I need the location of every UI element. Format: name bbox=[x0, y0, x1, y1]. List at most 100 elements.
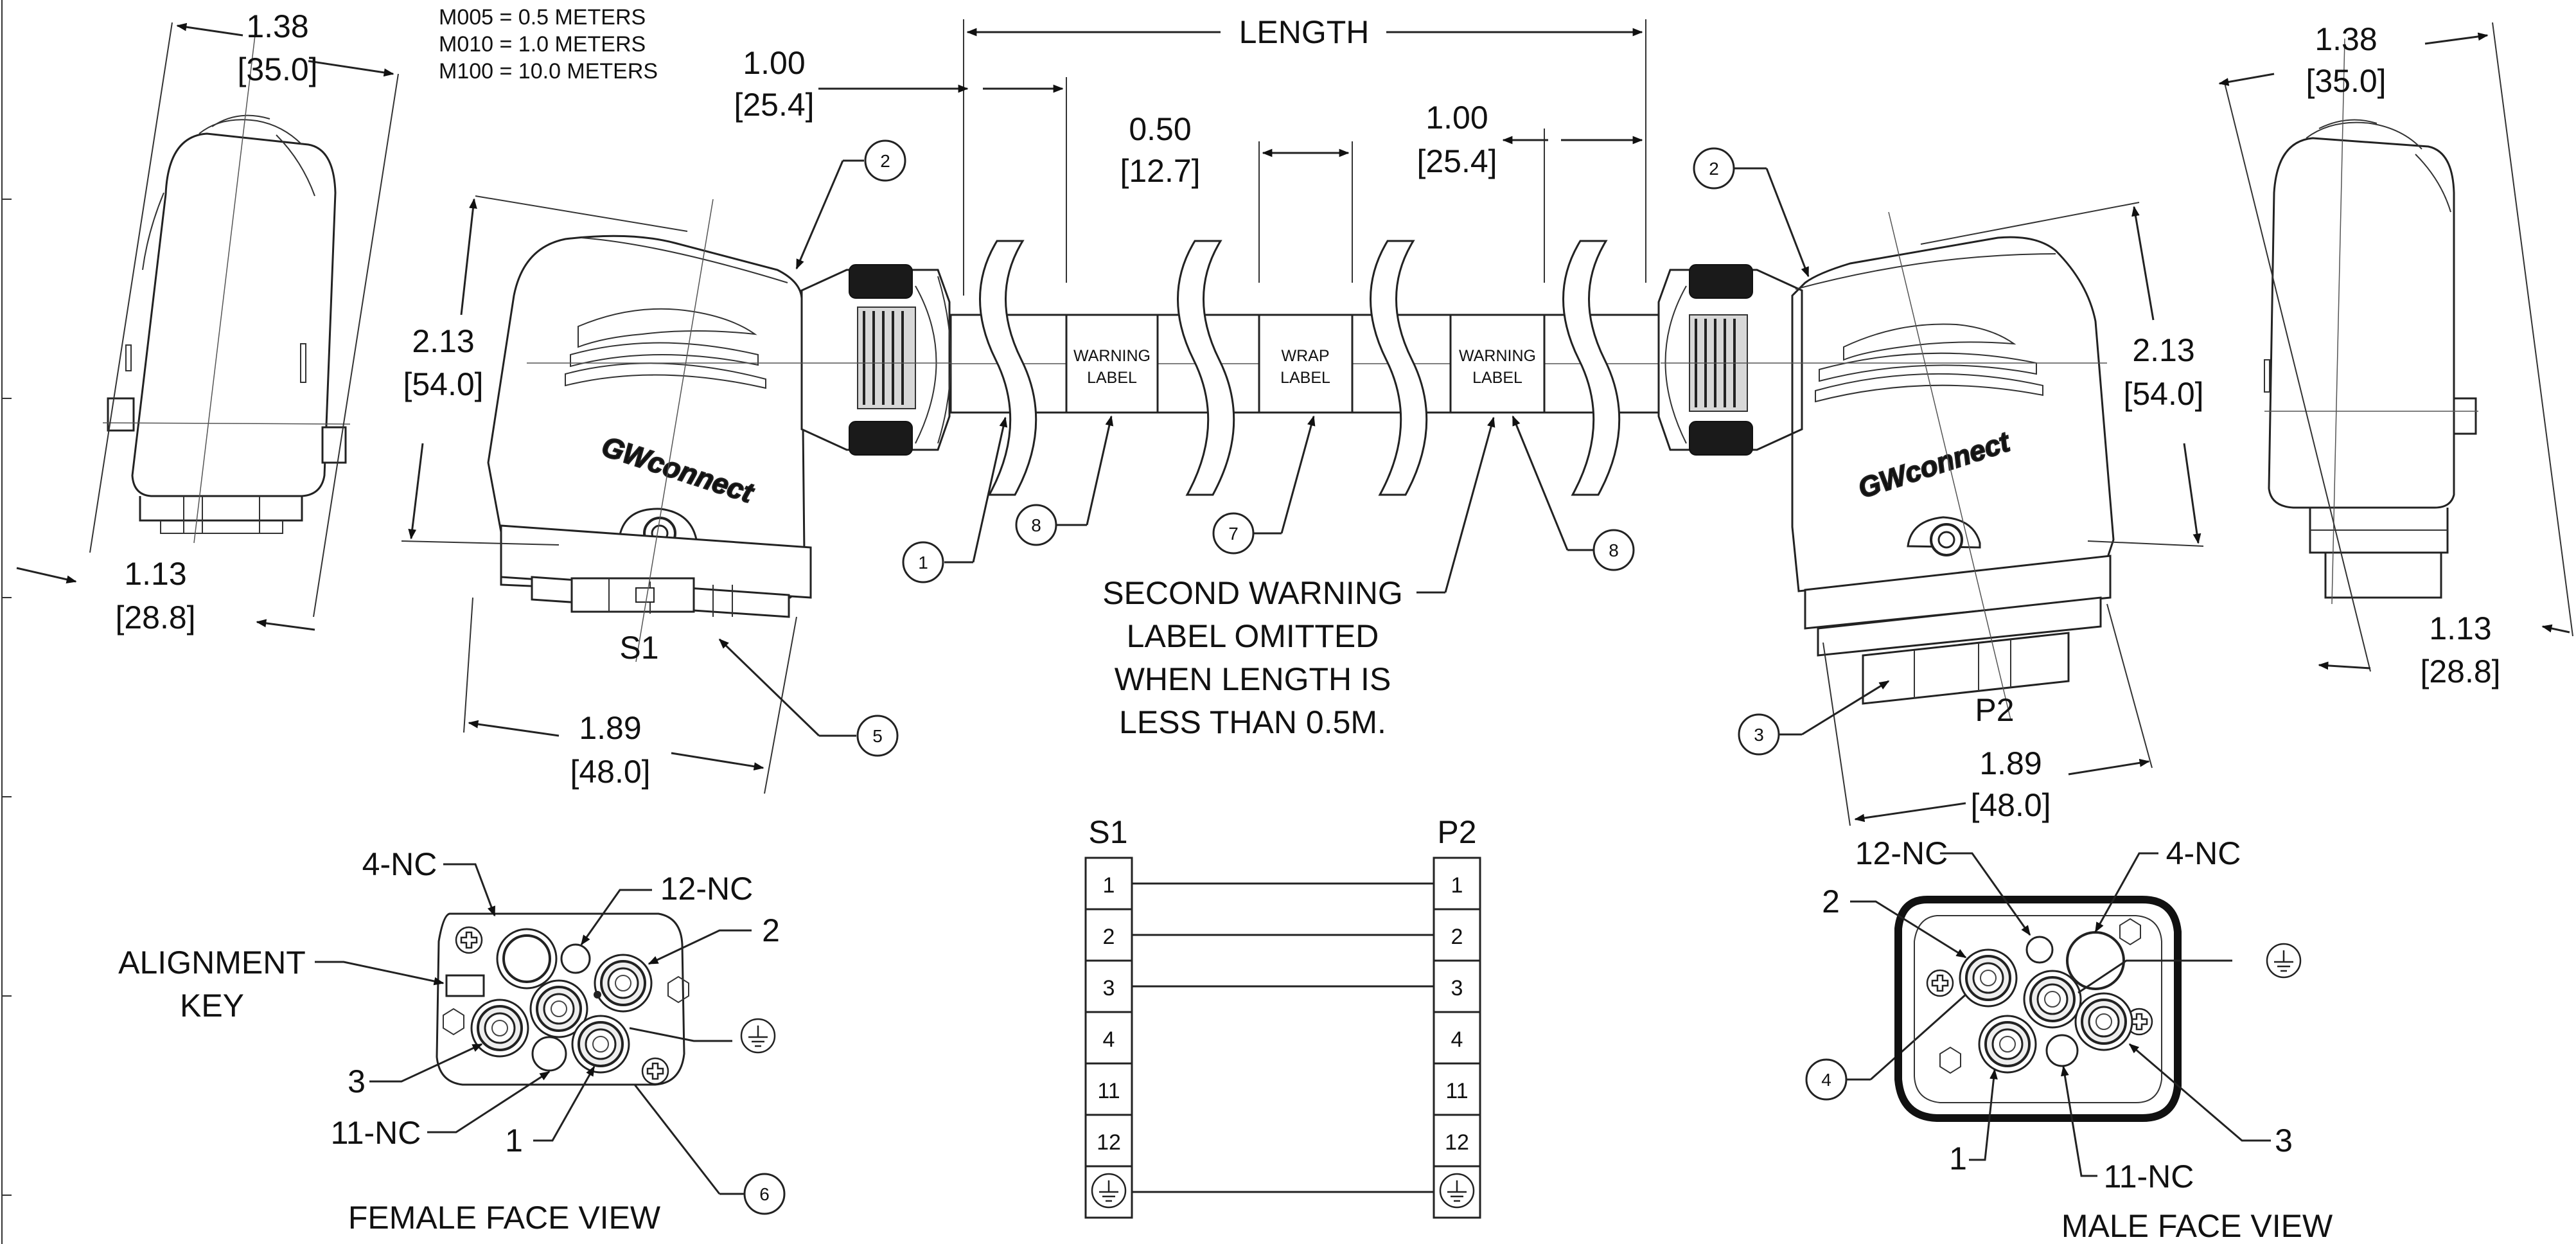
note-line-3: WHEN LENGTH IS bbox=[1115, 661, 1391, 697]
balloon-4: 4 bbox=[1821, 1070, 1831, 1090]
cable: WARNING LABEL WRAP LABEL WARNING LABEL bbox=[944, 240, 1664, 496]
right-width-in: 1.38 bbox=[2315, 21, 2377, 57]
male-pin-12-label: 12-NC bbox=[1855, 835, 1948, 871]
wiring-header-right: P2 bbox=[1437, 814, 1476, 850]
wiring-left-pin-label: 3 bbox=[1103, 976, 1115, 1000]
label2-in: 1.00 bbox=[1425, 100, 1488, 136]
length-notes: M005 = 0.5 METERS M010 = 1.0 METERS M100… bbox=[439, 5, 658, 84]
wiring-left-pin-cell bbox=[1084, 1114, 1133, 1168]
left-height-in: 2.13 bbox=[412, 323, 474, 359]
right-depth-mm: [28.8] bbox=[2420, 653, 2500, 689]
left-connector-label: S1 bbox=[619, 630, 658, 666]
warning-label-1-line2: LABEL bbox=[1087, 369, 1137, 387]
wiring-right-pin-label: 2 bbox=[1451, 925, 1463, 949]
male-face-title: MALE FACE VIEW bbox=[2061, 1208, 2333, 1244]
note-m010: M010 = 1.0 METERS bbox=[439, 32, 646, 57]
left-side-view: 1.38 [35.0] 1.13 [28.8] bbox=[16, 8, 399, 635]
female-ground-icon bbox=[740, 1018, 776, 1054]
right-brand-logo: GWconnect bbox=[1855, 425, 2015, 504]
left-width-mm: [35.0] bbox=[237, 51, 317, 87]
left-brand-logo: GWconnect bbox=[598, 431, 759, 510]
wrap-label-line2: LABEL bbox=[1280, 369, 1330, 387]
wiring-right-pin-label: 3 bbox=[1451, 976, 1463, 1000]
balloon-6: 6 bbox=[759, 1184, 770, 1204]
wiring-left-pin-cell bbox=[1084, 1011, 1133, 1065]
wiring-right-ground-icon bbox=[1439, 1173, 1475, 1209]
label1-mm: [25.4] bbox=[734, 87, 814, 123]
length-label: LENGTH bbox=[1239, 14, 1370, 50]
balloon-3: 3 bbox=[1754, 725, 1764, 745]
wrap-label-line1: WRAP bbox=[1282, 347, 1330, 365]
wiring-right-pin-label: 11 bbox=[1445, 1079, 1468, 1103]
male-pin-2-label: 2 bbox=[1822, 884, 1840, 920]
female-pin-3-label: 3 bbox=[348, 1063, 366, 1099]
wiring-right-pin-cell bbox=[1433, 1114, 1481, 1168]
female-pin-2-label: 2 bbox=[762, 912, 780, 948]
wiring-left-pin-label: 11 bbox=[1097, 1079, 1120, 1103]
wiring-left-pin-cell bbox=[1084, 1062, 1133, 1116]
male-pin-4-label: 4-NC bbox=[2166, 835, 2241, 871]
left-connector-dims: 2.13 [54.0] 1.89 [48.0] bbox=[401, 195, 797, 794]
note-line-4: LESS THAN 0.5M. bbox=[1119, 704, 1386, 740]
balloon-8-left: 8 bbox=[1031, 515, 1041, 535]
left-connector-hood: GWconnect bbox=[487, 199, 951, 662]
female-face-title: FEMALE FACE VIEW bbox=[348, 1200, 661, 1236]
male-pin-1-label: 1 bbox=[1949, 1141, 1967, 1177]
balloon-7: 7 bbox=[1228, 524, 1239, 544]
right-side-view: 1.38 [35.0] 1.13 [28.8] bbox=[2218, 21, 2573, 689]
wiring-right-pin-label: 4 bbox=[1451, 1027, 1463, 1052]
left-depth-mm: [28.8] bbox=[115, 600, 195, 635]
label-gap-in: 0.50 bbox=[1129, 111, 1191, 147]
alignment-key-line2: KEY bbox=[180, 988, 244, 1024]
wiring-left-pin-label: 1 bbox=[1103, 873, 1115, 898]
warning-label-1-line1: WARNING bbox=[1073, 347, 1151, 365]
label2-mm: [25.4] bbox=[1416, 143, 1497, 179]
second-warning-note: SECOND WARNING LABEL OMITTED WHEN LENGTH… bbox=[1102, 416, 1495, 740]
wiring-left-pin-label: 4 bbox=[1103, 1027, 1115, 1052]
female-pin-12-label: 12-NC bbox=[660, 871, 753, 907]
wiring-left-pin-cell bbox=[1084, 959, 1133, 1013]
sheet-border bbox=[1, 0, 12, 1244]
item-balloons: 2 2 1 8 7 8 5 3 bbox=[615, 139, 1980, 1215]
wiring-left-ground-icon bbox=[1091, 1173, 1127, 1209]
left-base-mm: [48.0] bbox=[570, 754, 650, 790]
wiring-right-pin-label: 12 bbox=[1445, 1130, 1469, 1155]
male-ground-icon bbox=[2266, 943, 2302, 979]
wiring-left-pin-cell bbox=[1084, 908, 1133, 962]
right-connector-dims: 2.13 [54.0] 1.89 [48.0] bbox=[1822, 202, 2204, 826]
balloon-5: 5 bbox=[872, 726, 883, 746]
balloon-8-right: 8 bbox=[1609, 540, 1619, 560]
balloon-2-right: 2 bbox=[1709, 159, 1719, 179]
right-connector-hood: GWconnect bbox=[1657, 211, 2115, 720]
wiring-left-pin-label: 2 bbox=[1103, 925, 1115, 949]
male-face-view: 12-NC 4-NC 2 1 11-NC 3 MALE FACE VIEW bbox=[1822, 835, 2333, 1244]
wiring-header-left: S1 bbox=[1088, 814, 1127, 850]
wiring-right-pin-label: 1 bbox=[1451, 873, 1463, 898]
wiring-right-pin-cell bbox=[1433, 908, 1481, 962]
left-height-mm: [54.0] bbox=[403, 366, 483, 402]
note-m100: M100 = 10.0 METERS bbox=[439, 59, 658, 84]
label1-in: 1.00 bbox=[743, 45, 805, 81]
note-line-2: LABEL OMITTED bbox=[1127, 618, 1379, 654]
note-line-1: SECOND WARNING bbox=[1102, 575, 1403, 611]
note-m005: M005 = 0.5 METERS bbox=[439, 5, 646, 30]
label-gap-mm: [12.7] bbox=[1120, 153, 1200, 189]
left-width-in: 1.38 bbox=[246, 8, 308, 44]
left-base-in: 1.89 bbox=[579, 710, 641, 746]
male-pin-11-label: 11-NC bbox=[2104, 1159, 2194, 1195]
balloon-2-left: 2 bbox=[880, 151, 890, 171]
right-connector-label: P2 bbox=[1975, 692, 2014, 728]
right-height-in: 2.13 bbox=[2132, 332, 2194, 368]
warning-label-2-line1: WARNING bbox=[1459, 347, 1536, 365]
balloon-1: 1 bbox=[918, 553, 928, 573]
length-dimension: LENGTH bbox=[963, 14, 1646, 296]
female-pin-1-label: 1 bbox=[505, 1123, 523, 1159]
wiring-right-pin-cell bbox=[1433, 1062, 1481, 1116]
right-base-mm: [48.0] bbox=[1970, 787, 2051, 823]
label-dimensions: 1.00 [25.4] 0.50 [12.7] 1.00 [25.4] bbox=[734, 45, 1643, 283]
female-face-view: 4-NC 12-NC 2 ALIGNMENT KEY 3 11-NC 1 FEM… bbox=[118, 846, 780, 1236]
left-depth-in: 1.13 bbox=[124, 556, 186, 592]
right-height-mm: [54.0] bbox=[2123, 376, 2203, 412]
